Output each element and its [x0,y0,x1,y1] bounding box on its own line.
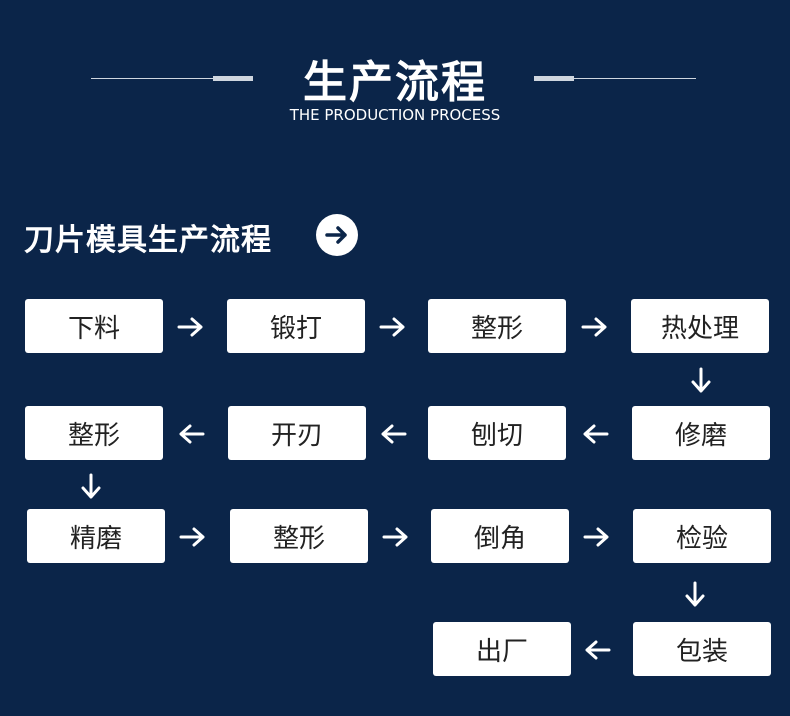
arrow-left-icon [378,419,408,449]
header-line-left-thick [213,76,253,81]
arrow-down-icon [680,580,710,610]
page-subtitle: THE PRODUCTION PROCESS [289,106,501,124]
step-box: 下料 [25,299,163,353]
arrow-left-icon [580,419,610,449]
arrow-down-icon [686,366,716,396]
step-box: 修磨 [632,406,770,460]
arrow-right-icon [580,312,610,342]
arrow-right-icon [582,522,612,552]
step-box: 刨切 [428,406,566,460]
arrow-right-icon [381,522,411,552]
arrow-right-icon [178,522,208,552]
arrow-left-icon [582,635,612,665]
section-title: 刀片模具生产流程 [24,223,272,258]
step-box: 倒角 [431,509,569,563]
step-box: 整形 [25,406,163,460]
arrow-down-icon [76,472,106,502]
step-box: 精磨 [27,509,165,563]
header-line-right-thin [574,78,696,79]
arrow-right-icon [176,312,206,342]
step-box: 出厂 [433,622,571,676]
page-title: 生产流程 [303,57,487,108]
header-line-left-thin [91,78,213,79]
arrow-left-icon [176,419,206,449]
step-box: 开刃 [228,406,366,460]
step-box: 整形 [428,299,566,353]
header-line-right-thick [534,76,574,81]
step-box: 锻打 [227,299,365,353]
step-box: 热处理 [631,299,769,353]
arrow-right-icon [378,312,408,342]
arrow-right-circle-icon [316,214,358,256]
step-box: 包装 [633,622,771,676]
step-box: 检验 [633,509,771,563]
step-box: 整形 [230,509,368,563]
